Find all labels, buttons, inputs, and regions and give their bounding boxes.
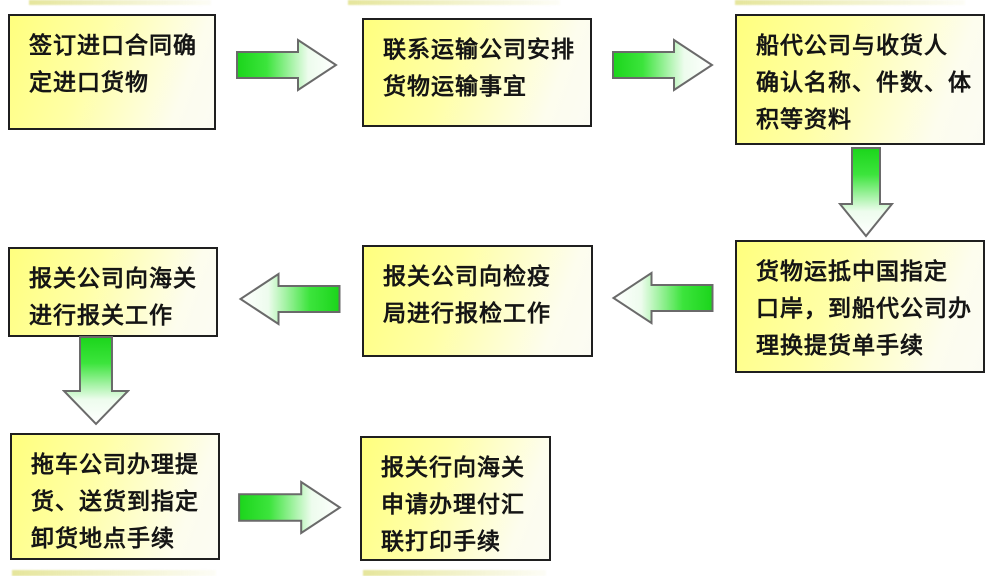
cropped-box-remnant-top-3 <box>735 0 965 5</box>
flow-step-7: 拖车公司办理提 货、送货到指定 卸货地点手续 <box>10 433 220 560</box>
flow-step-5: 报关公司向检疫 局进行报检工作 <box>362 245 593 357</box>
cropped-box-remnant-bottom-2 <box>363 570 546 576</box>
flow-step-6: 报关公司向海关 进行报关工作 <box>8 247 218 337</box>
arrow-right-icon-step7-step8 <box>236 479 344 536</box>
arrow-right-icon-step2-step3 <box>611 37 715 93</box>
cropped-box-remnant-top-1 <box>29 0 211 5</box>
cropped-box-remnant-bottom-1 <box>12 570 216 576</box>
arrow-right-icon-step1-step2 <box>235 37 339 93</box>
flow-step-4: 货物运抵中国指定 口岸，到船代公司办 理换提货单手续 <box>735 240 985 373</box>
flow-step-3: 船代公司与收货人 确认名称、件数、体 积等资料 <box>735 14 985 145</box>
flow-step-8: 报关行向海关 申请办理付汇 联打印手续 <box>360 436 551 561</box>
cropped-box-remnant-top-2 <box>348 0 560 5</box>
flow-step-2: 联系运输公司安排 货物运输事宜 <box>362 18 592 127</box>
arrow-down-icon-step3-step4 <box>838 146 894 238</box>
flow-step-1: 签订进口合同确 定进口货物 <box>8 14 216 130</box>
arrow-left-icon-step4-step5 <box>610 270 715 326</box>
arrow-down-icon-step6-step7 <box>62 336 130 426</box>
arrow-left-icon-step5-step6 <box>237 271 342 327</box>
